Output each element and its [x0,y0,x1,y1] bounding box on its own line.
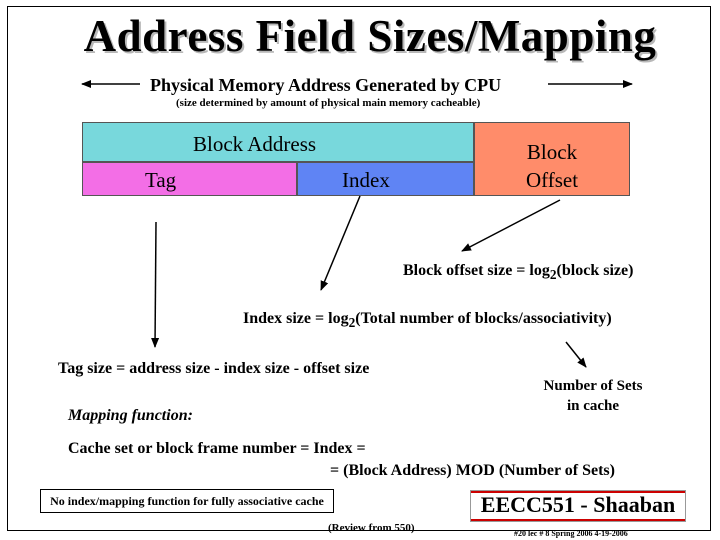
mapping-function-heading: Mapping function: [68,407,193,424]
mapping-formula-line2: = (Block Address) MOD (Number of Sets) [330,462,615,479]
tag-size-formula: Tag size = address size - index size - o… [58,360,370,377]
physical-address-note: (size determined by amount of physical m… [176,97,481,109]
tag-arrow [151,221,160,348]
index-size-formula: Index size = log2(Total number of blocks… [243,310,612,331]
block-address-label: Block Address [193,132,317,156]
offset-size-formula: Block offset size = log2(block size) [403,262,634,283]
block-offset-label: Block Offset [512,138,592,194]
physical-address-label: Physical Memory Address Generated by CPU [150,75,502,95]
number-of-sets-arrow [565,341,587,368]
tag-field [82,162,297,196]
offset-arrow [461,199,561,252]
slide-info: #20 lec # 8 Spring 2006 4-19-2006 [514,529,628,538]
number-of-sets-label: Number of Sets in cache [543,378,643,414]
review-note: (Review from 550) [328,522,415,534]
block-offset-label-line2: Offset [525,168,579,192]
index-field [297,162,474,196]
mapping-formula-line1: Cache set or block frame number = Index … [68,440,366,457]
fully-associative-footnote: No index/mapping function for fully asso… [40,489,334,513]
slide-frame [7,6,711,531]
block-offset-label-line1: Block [526,140,578,164]
block-offset-field [474,122,630,196]
block-address-field [82,122,474,162]
course-brand: EECC551 - Shaaban [470,490,686,522]
index-arrow [320,195,361,291]
index-label: Index [342,168,390,192]
slide-title: Address Field Sizes/Mapping [83,11,657,61]
tag-label: Tag [145,168,177,192]
